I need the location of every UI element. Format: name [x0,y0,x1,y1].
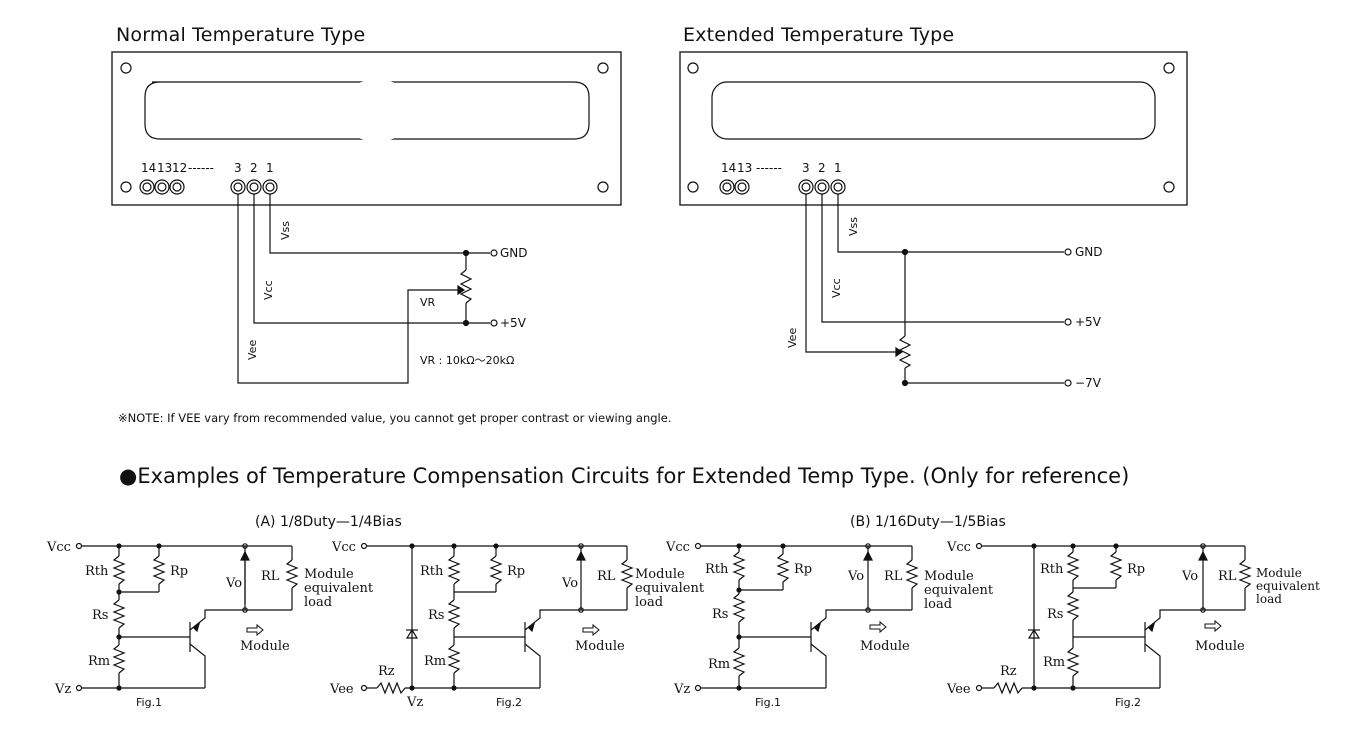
section-title: ●Examples of Temperature Compensation Ci… [119,464,1130,488]
ext-pin-dots: ------ [756,161,782,175]
b2-module-load-3: load [1256,592,1282,606]
b1-fig-label: Fig.1 [755,696,781,709]
pin-1-label: 1 [266,161,274,175]
ext-vee-label: Vee [786,328,799,348]
a2-rp-label: Rp [507,564,525,579]
a2-module-label: Module [575,639,625,654]
a1-rl-label: RL [261,569,280,584]
ext-plus5v-label: +5V [1075,315,1102,329]
ext-pin-3-label: 3 [802,161,810,175]
b1-rs-label: Rs [712,607,728,622]
pin-14-label: 14 [141,161,156,175]
a1-vo-label: Vo [225,576,242,591]
a2-module-load-1: Module [635,567,685,582]
ext-gnd-label: GND [1075,245,1103,259]
ext-pin-2-label: 2 [818,161,826,175]
circuit-b-fig1: Vcc Vz Rth Rp Rs Rm Vo RL Module equival… [665,540,994,709]
a2-vo-label: Vo [561,576,578,591]
a2-rl-label: RL [597,569,616,584]
a1-rm-label: Rm [88,654,110,669]
b2-rm-label: Rm [1043,655,1065,670]
a1-module-load-3: load [304,595,332,610]
extended-module-diagram: 14 13 ------ 3 2 1 GND +5V −7V Vss Vcc V… [679,51,1188,390]
ext-vss-label: Vss [847,217,860,236]
b1-rl-label: RL [884,569,903,584]
b1-vz-label: Vz [673,682,690,697]
pin-13-label: 13 [157,161,172,175]
b1-module-load-3: load [924,597,952,612]
b1-rm-label: Rm [708,657,730,672]
a2-rm-label: Rm [424,654,446,669]
b1-rth-label: Rth [705,562,729,577]
b2-rs-label: Rs [1047,607,1063,622]
ext-minus7v-label: −7V [1075,376,1102,390]
b2-vcc-label: Vcc [946,540,971,555]
normal-vr-label: VR [420,296,436,309]
b2-module-load-1: Module [1256,566,1302,580]
group-b-title: (B) 1/16Duty—1/5Bias [850,514,1006,530]
a2-vcc-label: Vcc [331,540,356,555]
normal-plus5v-label: +5V [500,316,527,330]
circuit-b-fig2: Vcc Vee Rz Rth Rp Rs Rm Vo RL Module equ… [946,540,1320,709]
a1-module-load-1: Module [304,567,354,582]
b2-rl-label: RL [1218,569,1237,584]
b2-rp-label: Rp [1127,562,1145,577]
normal-vcc-label: Vcc [262,280,275,300]
a2-vz-label: Vz [406,695,423,710]
normal-type-title: Normal Temperature Type [116,24,366,46]
a2-module-load-2: equivalent [635,581,705,596]
ext-vcc-label: Vcc [830,278,843,298]
b2-rz-label: Rz [1000,664,1017,679]
normal-vee-label: Vee [246,340,259,360]
a1-module-label: Module [240,639,290,654]
pin-2-label: 2 [250,161,258,175]
normal-gnd-label: GND [500,246,528,260]
note-text: ※NOTE: If VEE vary from recommended valu… [118,411,672,425]
b2-vo-label: Vo [1181,569,1198,584]
b1-module-load-2: equivalent [924,583,994,598]
b1-module-label: Module [860,639,910,654]
a2-module-load-3: load [635,595,663,610]
a2-rz-label: Rz [378,664,395,679]
ext-pin-14-label: 14 [721,161,736,175]
b2-module-load-2: equivalent [1256,579,1320,593]
b1-module-load-1: Module [924,569,974,584]
a1-vcc-label: Vcc [46,540,71,555]
pin-12-label: 12 [172,161,187,175]
normal-vss-label: Vss [279,221,292,240]
pin-dots: ------ [188,161,214,175]
b2-module-label: Module [1195,639,1245,654]
b1-vo-label: Vo [847,569,864,584]
a1-vz-label: Vz [54,682,71,697]
a1-rth-label: Rth [85,564,109,579]
b1-rp-label: Rp [794,562,812,577]
circuit-a-fig1: Vcc Vz Rth Rp Rs Rm Vo RL Module equival… [46,540,374,709]
ext-pin-13-label: 13 [737,161,752,175]
a2-fig-label: Fig.2 [496,696,522,709]
a2-vee-label: Vee [329,682,354,697]
a1-rp-label: Rp [170,564,188,579]
a1-rs-label: Rs [92,608,108,623]
circuit-a-fig2: Vcc Vee Rz Vz Rth Rp Rs Rm Vo RL Module … [329,540,705,710]
ext-pin-1-label: 1 [834,161,842,175]
group-a-title: (A) 1/8Duty—1/4Bias [255,514,402,530]
pin-3-label: 3 [234,161,242,175]
a2-rth-label: Rth [420,564,444,579]
normal-vr-spec: VR : 10kΩ～20kΩ [420,354,514,367]
b2-fig-label: Fig.2 [1115,696,1141,709]
b1-vcc-label: Vcc [665,540,690,555]
a1-fig-label: Fig.1 [136,696,162,709]
a1-module-load-2: equivalent [304,581,374,596]
b2-vee-label: Vee [946,682,971,697]
a2-rs-label: Rs [428,608,444,623]
normal-module-diagram: 14 13 12 ------ 3 2 1 GND +5V VR VR : 10… [111,51,622,384]
b2-rth-label: Rth [1040,562,1064,577]
extended-type-title: Extended Temperature Type [683,24,955,46]
